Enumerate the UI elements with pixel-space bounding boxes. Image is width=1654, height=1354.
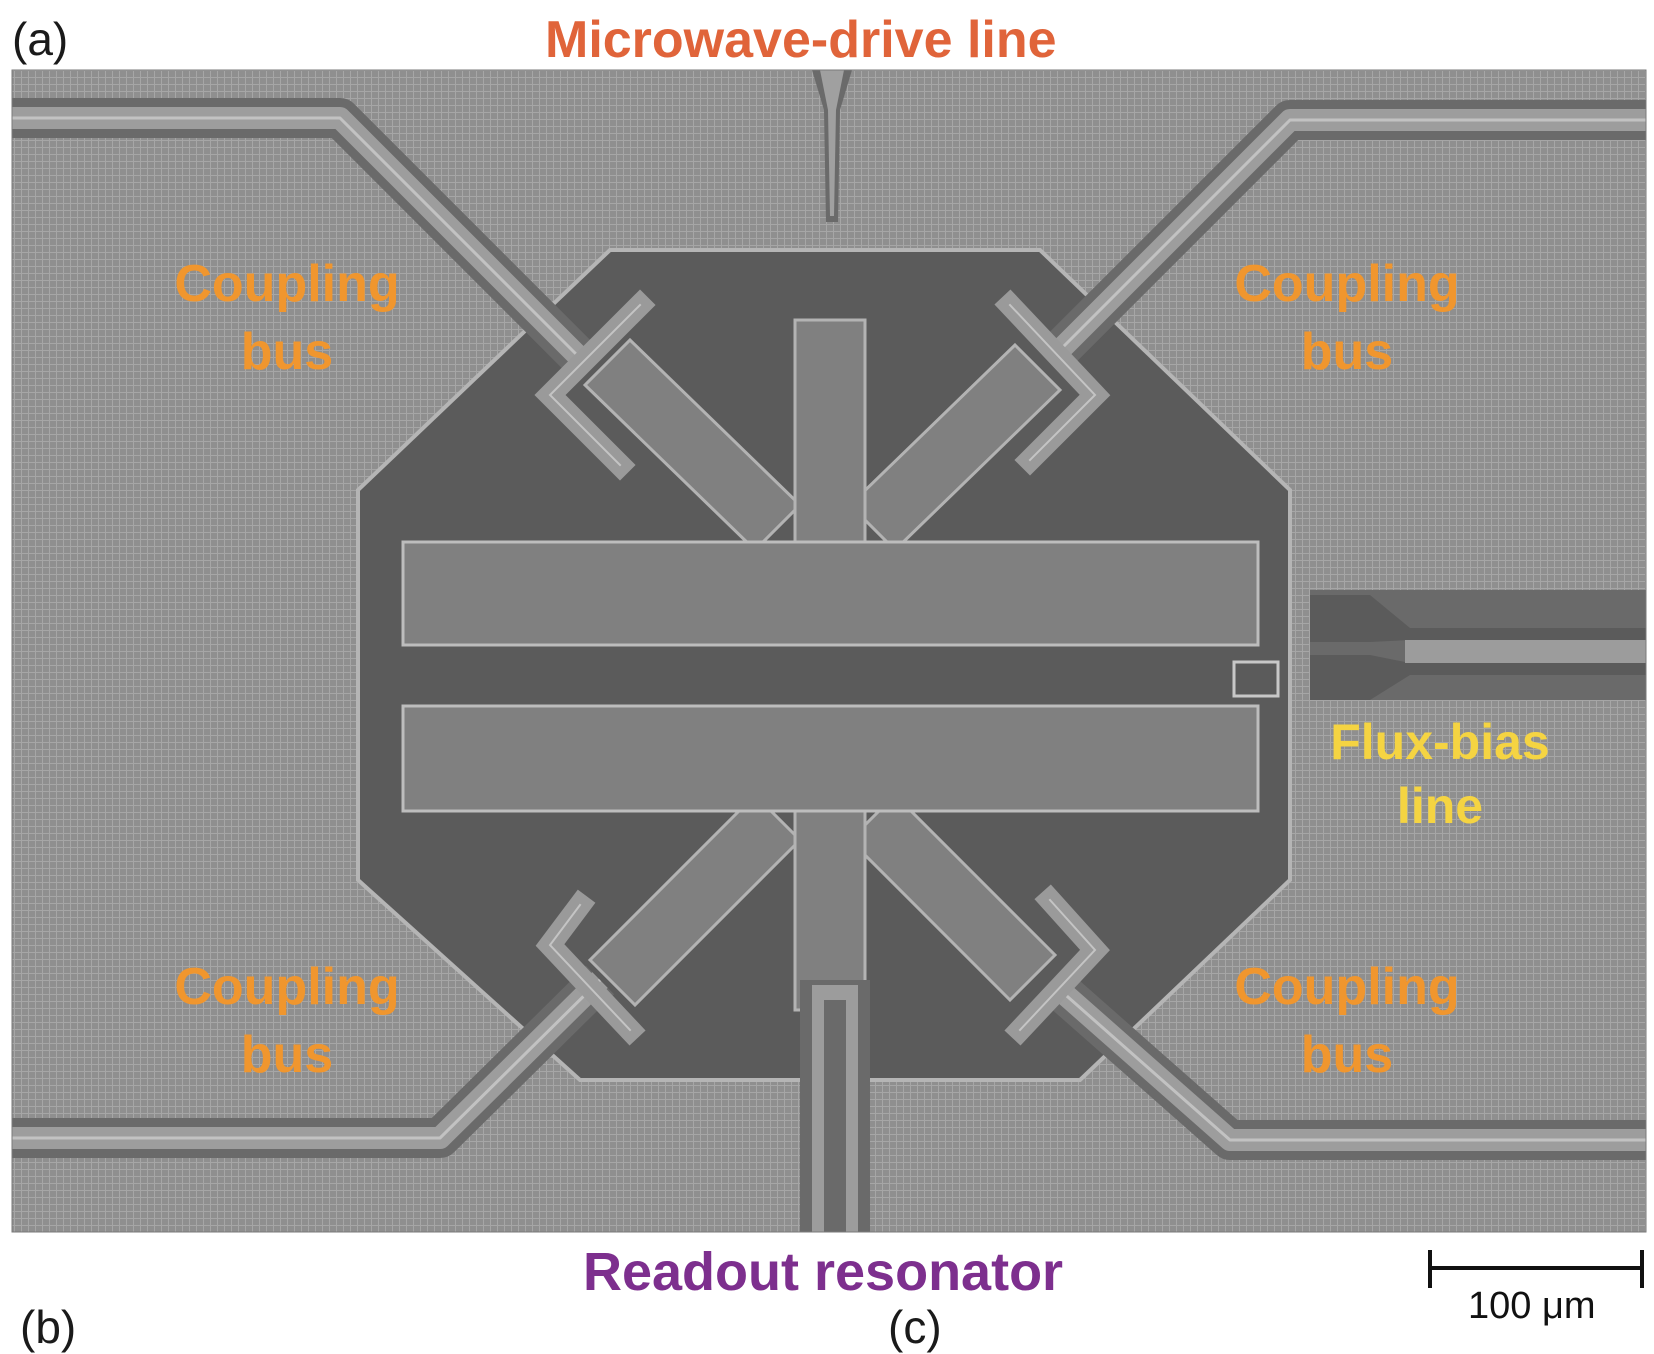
- squid-loop: [1232, 660, 1280, 698]
- pad-upper: [401, 540, 1260, 647]
- scale-bar: [1428, 1250, 1644, 1288]
- panel-label-a: (a): [12, 13, 69, 65]
- micrograph: [12, 70, 1646, 1232]
- qubit-cutout: [356, 248, 1292, 1082]
- coupling-bus-label-word1: Coupling: [1234, 958, 1460, 1016]
- coupling-bus-label-word1: Coupling: [174, 958, 400, 1016]
- coupler-brackets: [534, 289, 1111, 1046]
- coupling-bus-label-word2: bus: [1300, 1026, 1394, 1084]
- flux-bias-trace: [1310, 590, 1646, 700]
- readout-label: Readout resonator: [583, 1242, 1064, 1302]
- panel-label-c: (c): [888, 1301, 942, 1353]
- drive-line-trace: [812, 70, 852, 222]
- flux-bias-label-word2: line: [1396, 778, 1484, 834]
- coupling-bus-label-top-right: Coupling bus: [1222, 250, 1472, 386]
- coupling-bus-label-bottom-right: Coupling bus: [1222, 953, 1472, 1089]
- qubit-arms: [582, 318, 1063, 1012]
- panel-label-b: (b): [20, 1301, 77, 1353]
- bus-traces: [12, 98, 1646, 1160]
- pad-lower: [401, 704, 1260, 813]
- flux-bias-label: Flux-bias line: [1310, 710, 1570, 838]
- scale-bar-label: 100 μm: [1468, 1285, 1596, 1327]
- coupling-bus-label-word2: bus: [1300, 323, 1394, 381]
- coupling-bus-label-word2: bus: [240, 1026, 334, 1084]
- arm-top: [793, 318, 867, 552]
- coupling-bus-label-word1: Coupling: [1234, 255, 1460, 313]
- coupling-bus-label-word1: Coupling: [174, 255, 400, 313]
- arm-bottom: [793, 798, 867, 1012]
- coupling-bus-label-top-left: Coupling bus: [162, 250, 412, 386]
- flux-bias-label-word1: Flux-bias: [1330, 714, 1550, 770]
- readout-trace: [800, 980, 870, 1232]
- drive-line-label: Microwave-drive line: [545, 11, 1057, 69]
- qubit-pads: [401, 540, 1260, 813]
- coupling-bus-label-bottom-left: Coupling bus: [162, 953, 412, 1089]
- micrograph-border: [11, 69, 1647, 1233]
- coupling-bus-label-word2: bus: [240, 323, 334, 381]
